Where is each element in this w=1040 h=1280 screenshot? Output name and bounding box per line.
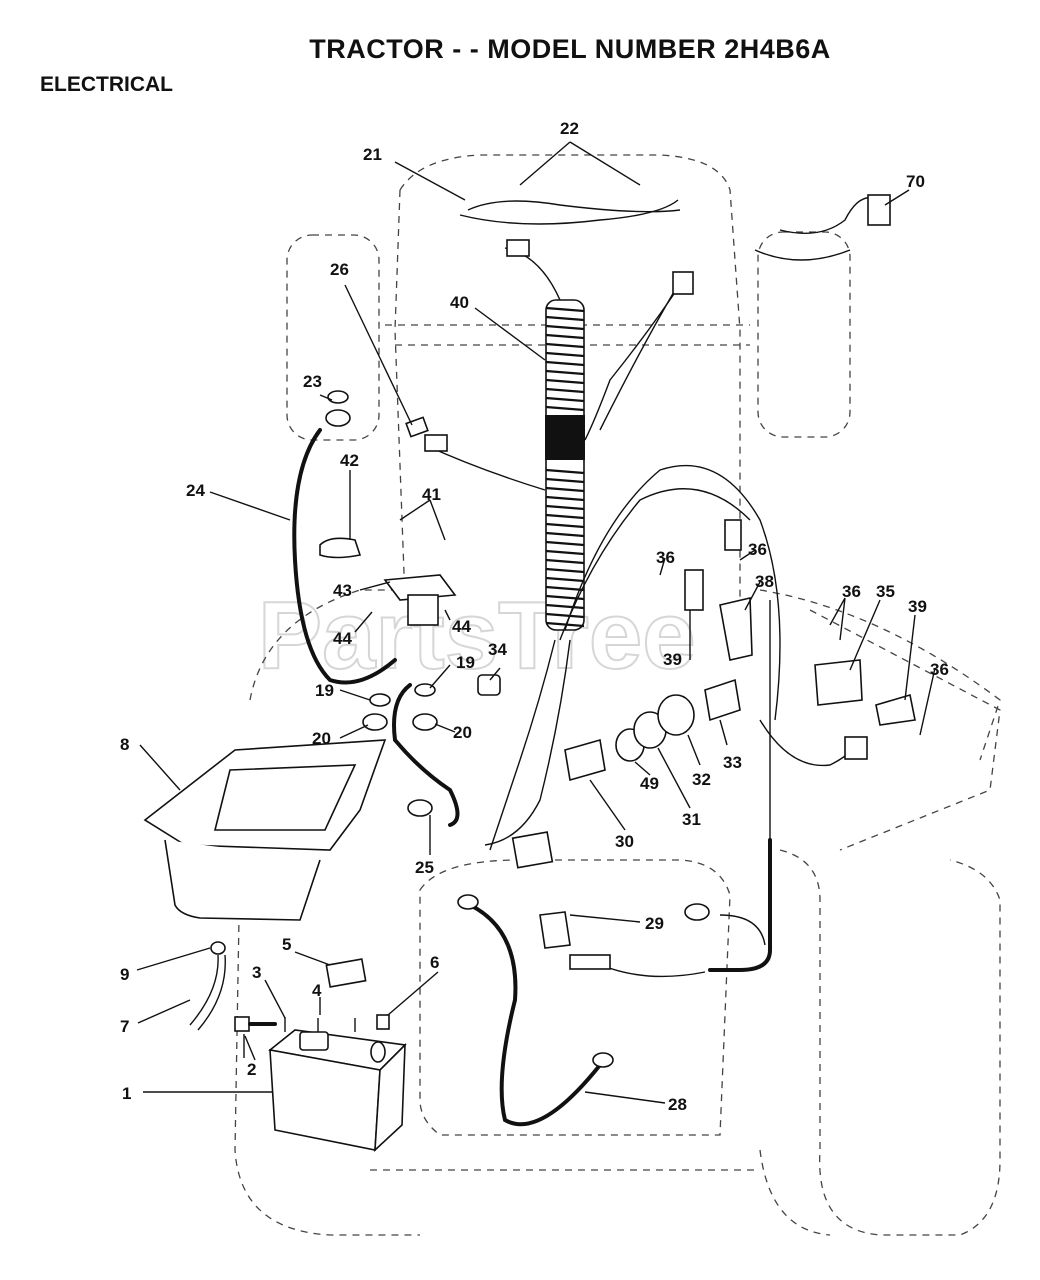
callout-2: 2 [247,1060,256,1079]
callout-21: 21 [363,145,382,164]
callout-20a: 20 [312,729,331,748]
callout-44b: 44 [452,617,471,636]
callout-6: 6 [430,953,439,972]
callout-4: 4 [312,981,322,1000]
callout-9: 9 [120,965,129,984]
battery [268,1029,407,1152]
callout-19b: 19 [456,653,475,672]
callout-24: 24 [186,481,205,500]
callout-3: 3 [252,963,261,982]
callout-29: 29 [645,914,664,933]
callout-22: 22 [560,119,579,138]
callout-25: 25 [415,858,434,877]
callout-23: 23 [303,372,322,391]
leader-lines [136,141,936,1104]
callout-5: 5 [282,935,291,954]
callout-31: 31 [682,810,701,829]
callout-43: 43 [333,581,352,600]
callout-32: 32 [692,770,711,789]
callout-36b: 36 [748,540,767,559]
callout-8: 8 [120,735,129,754]
diagram-title: TRACTOR - - MODEL NUMBER 2H4B6A [309,34,831,64]
callout-39a: 39 [663,650,682,669]
components [319,194,916,1068]
callout-labels: 1 2 3 4 5 6 7 8 9 19 19 20 20 21 22 23 2… [120,119,949,1114]
section-label: ELECTRICAL [40,73,173,96]
callout-42: 42 [340,451,359,470]
callout-44a: 44 [333,629,352,648]
callout-7: 7 [120,1017,129,1036]
callout-36d: 36 [930,660,949,679]
callout-35: 35 [876,582,895,601]
callout-28: 28 [668,1095,687,1114]
battery-box [143,739,387,921]
callout-19a: 19 [315,681,334,700]
callout-70: 70 [906,172,925,191]
callout-36c: 36 [842,582,861,601]
callout-39b: 39 [908,597,927,616]
battery-cables [292,428,602,1127]
wire-harness [424,196,881,978]
callout-38: 38 [755,572,774,591]
watermark: PartsTree [258,582,696,689]
callout-36a: 36 [656,548,675,567]
callout-30: 30 [615,832,634,851]
callout-20b: 20 [453,723,472,742]
wire-loom [545,299,585,631]
callout-49: 49 [640,774,659,793]
callout-40: 40 [450,293,469,312]
callout-26: 26 [330,260,349,279]
callout-34: 34 [488,640,507,659]
callout-41: 41 [422,485,441,504]
callout-1: 1 [122,1084,131,1103]
battery-accessories [189,941,390,1032]
callout-33: 33 [723,753,742,772]
